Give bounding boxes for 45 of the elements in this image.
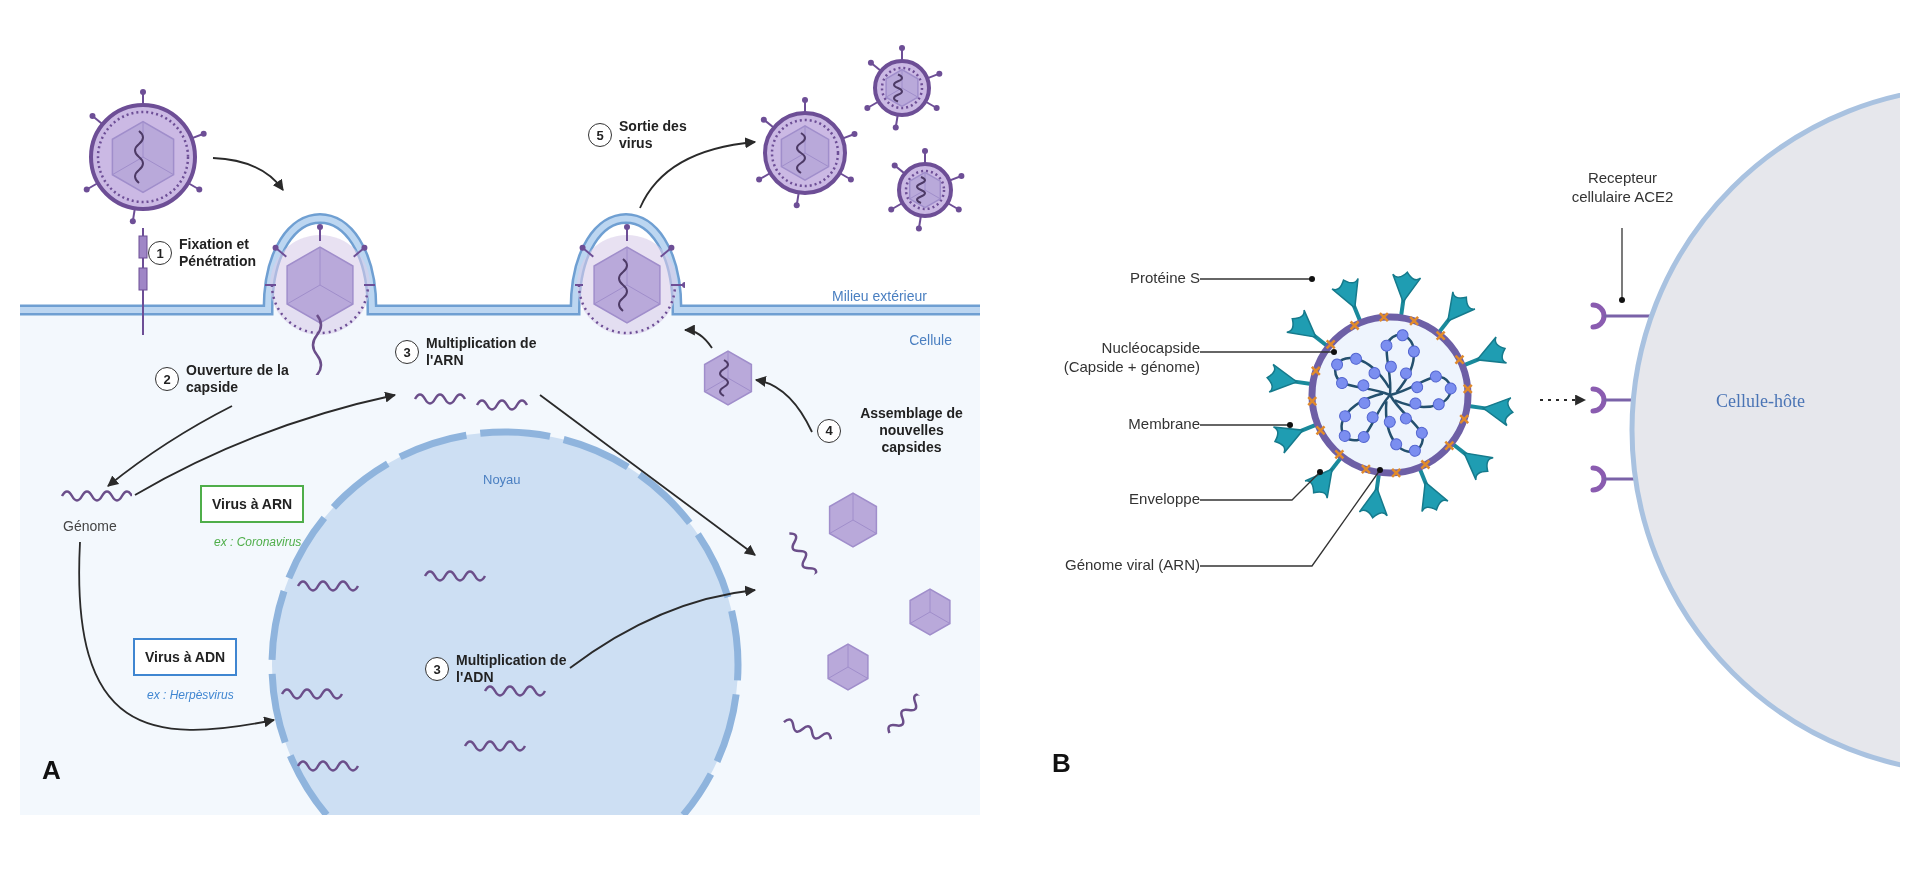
leader-line [1199,469,1323,501]
cell-region [20,310,980,815]
step-number: 4 [817,418,841,443]
leader-line [1619,227,1625,303]
part-label: Nucléocapside (Capside + génome) [1050,338,1200,380]
step-number: 5 [588,123,612,147]
step-caption: Ouverture de la capside [186,362,290,396]
arrow [639,137,757,209]
panel-letter: A [42,755,61,786]
virus-type-tag: Virus à ARN [200,485,305,523]
step-number: 1 [148,241,172,265]
leader-line [1199,422,1293,428]
arrow [134,391,397,496]
step-number: 2 [155,367,179,391]
example-caption: ex : Coronavirus [214,535,302,549]
arrow [107,405,233,487]
panel-letter: B [1052,748,1071,779]
arrow [212,157,284,191]
region-label: Milieu extérieur [832,288,927,304]
leader-line [1199,276,1315,282]
step-caption: Sortie des virus [619,118,688,152]
part-label: Génome viral (ARN) [1020,555,1200,577]
step-caption: Multiplication de l'ADN [456,652,568,686]
step-number: 3 [395,340,419,364]
leader-line [1199,467,1383,567]
arrow [539,394,756,556]
nucleus-label: Noyau [483,472,521,487]
arrow [683,325,713,349]
cell-label: Cellule-hôte [1716,391,1805,412]
step-caption: Multiplication de l'ARN [426,335,538,369]
arrow [754,376,813,433]
leader-line [1199,349,1337,355]
part-label: Recepteur cellulaire ACE2 [1565,168,1680,228]
part-label: Protéine S [1060,268,1200,290]
step-caption: Fixation et Pénétration [179,236,257,270]
virus-type-tag: Virus à ADN [133,638,238,676]
example-caption: ex : Herpèsvirus [147,688,234,702]
part-label: Enveloppe [1060,489,1200,511]
arrow [1539,394,1587,406]
region-label: Cellule [909,332,952,348]
part-label: Membrane [1060,414,1200,436]
step-caption: Assemblage de nouvelles capsides [859,405,964,456]
arrow [569,585,757,669]
arrow [78,541,276,731]
genome-label: Génome [63,518,117,534]
